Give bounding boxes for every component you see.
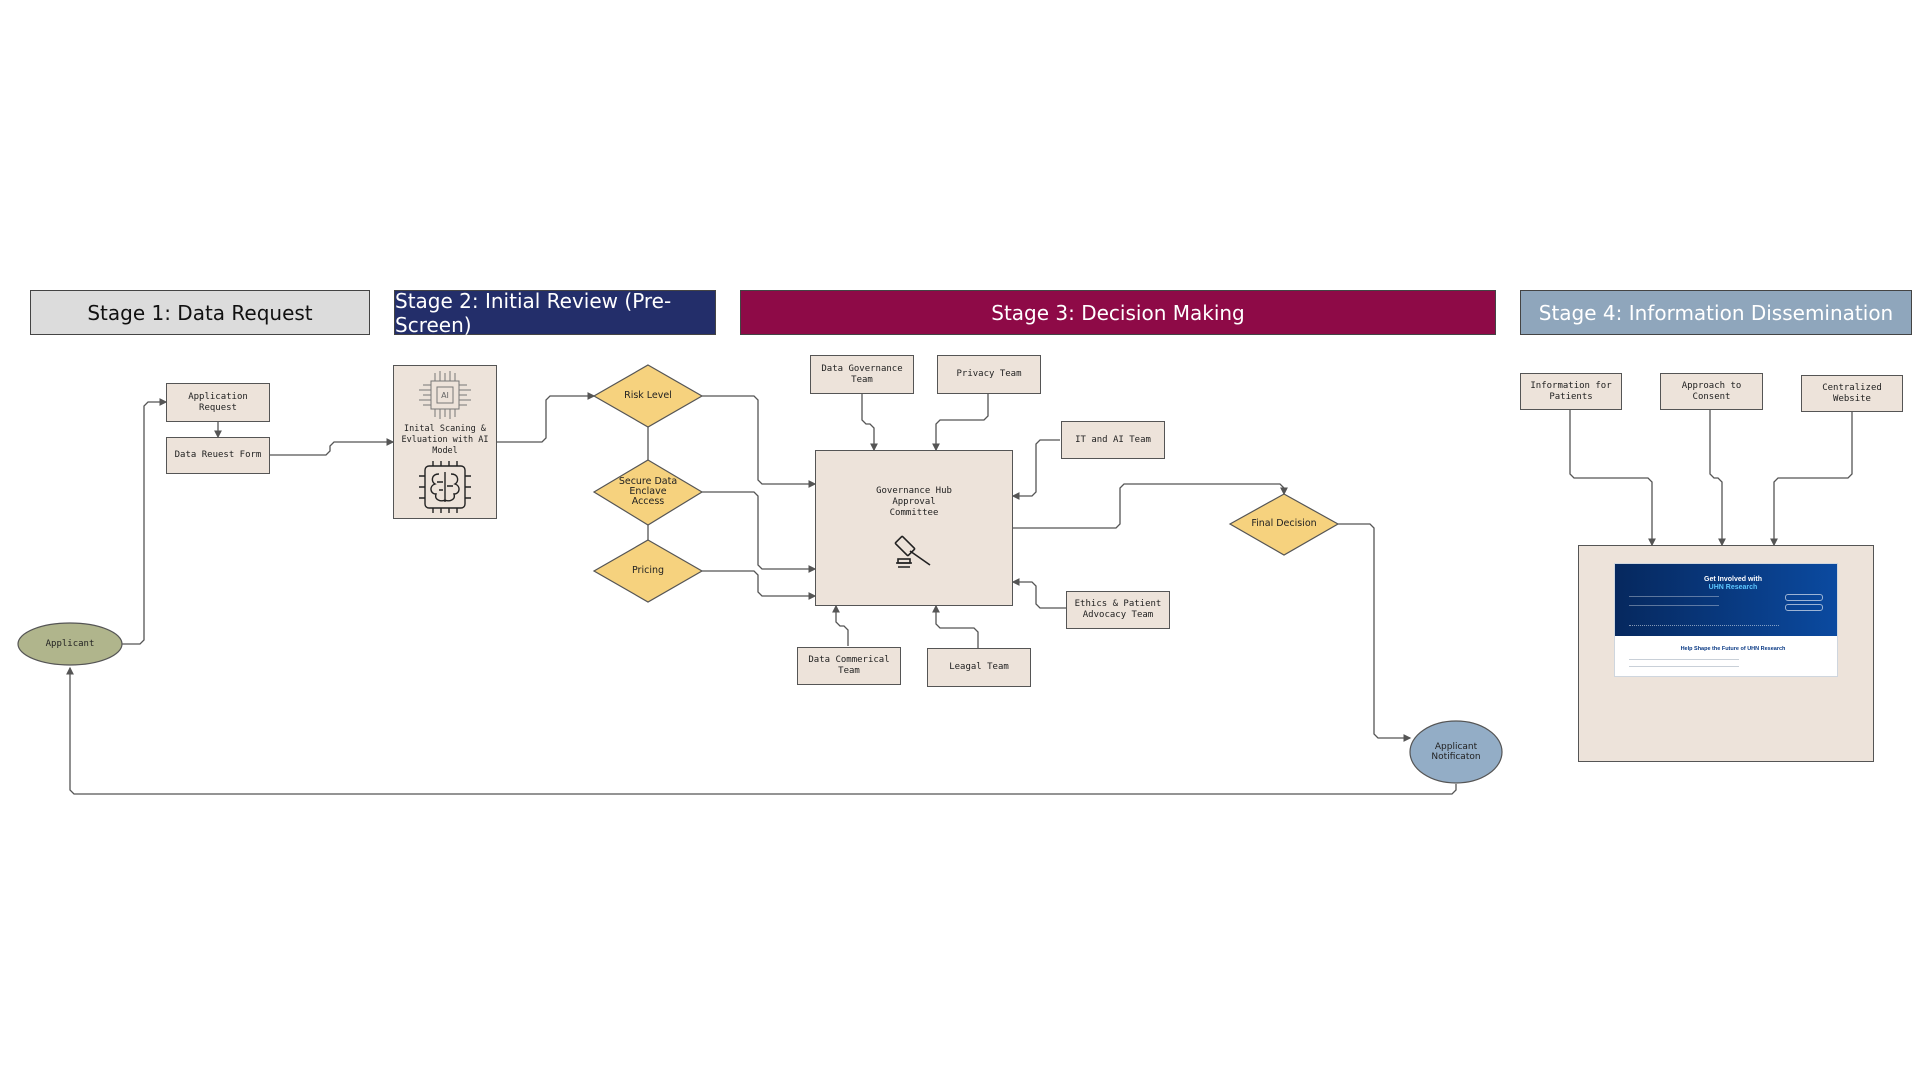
applicant-label: Applicant — [45, 639, 95, 649]
website-hero-text-block — [1629, 596, 1719, 606]
governance-hub-box: Governance Hub Approval Committee — [815, 450, 1013, 606]
approach-consent-box: Approach to Consent — [1660, 373, 1763, 410]
centralized-website-label: Centralized Website — [1822, 382, 1882, 404]
edge-notification-applicant — [66, 666, 1457, 795]
it-ai-team-box: IT and AI Team — [1061, 421, 1165, 459]
edge-consent-website — [1709, 410, 1726, 547]
website-body-text — [1629, 659, 1739, 667]
legal-team-label: Leagal Team — [949, 662, 1009, 672]
info-patients-label: Information for Patients — [1530, 380, 1612, 402]
approach-consent-label: Approach to Consent — [1681, 380, 1742, 402]
data-request-form-label: Data Reuest Form — [174, 450, 262, 460]
edge-risk-hub — [702, 395, 817, 488]
data-commercial-team-label: Data Commerical Team — [808, 655, 890, 676]
info-patients-box: Information for Patients — [1520, 373, 1622, 410]
final-decision-diamond — [1228, 493, 1340, 556]
pricing-label: Pricing — [631, 565, 665, 576]
risk-level-label: Risk Level — [624, 390, 672, 401]
stage-2-label: Stage 2: Initial Review (Pre-Screen) — [395, 288, 672, 337]
website-preview-frame: Get Involved with UHN Research Help Shap… — [1578, 545, 1874, 762]
ethics-team-box: Ethics & Patient Advocacy Team — [1066, 591, 1170, 629]
data-governance-team-box: Data Governance Team — [810, 355, 914, 394]
edge-dgt-hub — [861, 394, 878, 452]
privacy-team-label: Privacy Team — [956, 369, 1022, 379]
risk-level-diamond — [592, 364, 704, 428]
ai-screening-box: AI Inital Scaning & Evluation with AI Mo… — [393, 365, 497, 519]
gavel-icon — [894, 535, 931, 568]
website-hero-tags — [1629, 625, 1779, 630]
website-section-title: Help Shape the Future of UHN Research — [1680, 646, 1786, 652]
data-request-form-box: Data Reuest Form — [166, 437, 270, 474]
stage-4-header: Stage 4: Information Dissemination — [1520, 290, 1912, 335]
application-request-label: Application Request — [188, 391, 248, 413]
secure-enclave-label: Secure Data Enclave Access — [618, 476, 678, 507]
brain-circuit-icon — [419, 461, 471, 513]
edge-form-ai — [270, 438, 395, 456]
stage-4-label: Stage 4: Information Dissemination — [1538, 300, 1894, 325]
stage-1-header: Stage 1: Data Request — [30, 290, 370, 335]
ethics-team-label: Ethics & Patient Advocacy Team — [1074, 599, 1162, 620]
privacy-team-box: Privacy Team — [937, 355, 1041, 394]
final-decision-label: Final Decision — [1251, 518, 1317, 529]
pricing-diamond — [592, 539, 704, 603]
edge-pricing-hub — [702, 570, 817, 600]
edge-ai-risk — [497, 392, 596, 443]
edge-legal-hub — [932, 604, 979, 648]
stage-2-header: Stage 2: Initial Review (Pre-Screen) — [394, 288, 716, 337]
applicant-terminal — [17, 622, 123, 666]
website-screenshot: Get Involved with UHN Research Help Shap… — [1614, 563, 1838, 677]
edge-hub-final — [1013, 483, 1288, 529]
applicant-notification-terminal — [1409, 720, 1503, 784]
applicant-notification-label: Applicant Notificaton — [1431, 742, 1481, 762]
application-request-box: Application Request — [166, 383, 270, 422]
edge-ethics-hub — [1011, 578, 1066, 609]
edge-commercial-hub — [832, 604, 849, 646]
legal-team-box: Leagal Team — [927, 648, 1031, 687]
edge-centralized-website — [1770, 412, 1853, 547]
applicant-node: Applicant — [18, 623, 122, 665]
website-hero-title: Get Involved with — [1704, 576, 1762, 583]
edge-final-notification — [1338, 523, 1412, 742]
data-commercial-team-box: Data Commerical Team — [797, 647, 901, 685]
svg-text:AI: AI — [441, 391, 449, 400]
it-ai-team-label: IT and AI Team — [1075, 434, 1151, 445]
edge-applicant-application — [120, 398, 168, 645]
stage-3-header: Stage 3: Decision Making — [740, 290, 1496, 335]
stage-3-label: Stage 3: Decision Making — [991, 300, 1245, 325]
website-hero: Get Involved with UHN Research — [1615, 564, 1837, 636]
website-hero-pill-1[interactable] — [1785, 594, 1823, 601]
ai-screening-label: Inital Scaning & Evluation with AI Model — [401, 423, 489, 456]
stage-1-label: Stage 1: Data Request — [87, 300, 313, 325]
ai-chip-icon: AI — [419, 371, 471, 419]
secure-enclave-diamond — [592, 459, 704, 526]
website-hero-subtitle: UHN Research — [1708, 584, 1758, 591]
centralized-website-box: Centralized Website — [1801, 375, 1903, 412]
data-governance-team-label: Data Governance Team — [821, 363, 903, 385]
website-hero-pill-2[interactable] — [1785, 604, 1823, 611]
edge-patients-website — [1569, 410, 1656, 547]
governance-hub-label: Governance Hub Approval Committee — [876, 485, 952, 518]
edge-it-hub — [1011, 439, 1060, 500]
edge-privacy-hub — [932, 394, 989, 452]
edge-enclave-hub — [702, 491, 817, 573]
website-body: Help Shape the Future of UHN Research — [1615, 636, 1837, 667]
